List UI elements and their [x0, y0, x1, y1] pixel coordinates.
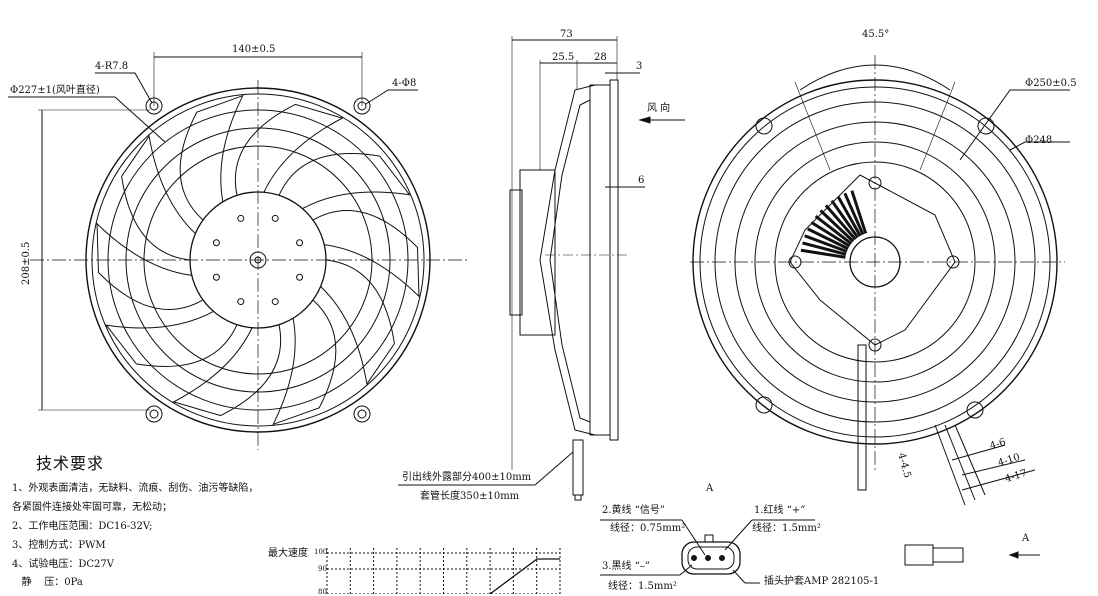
connector-housing: 插头护套AMP 282105-1: [764, 576, 880, 587]
dim-corner-radius: 4-R7.8: [95, 61, 129, 72]
heatsink-fin: [810, 221, 851, 248]
rear-view-fan: [690, 55, 1070, 506]
dim-angle: 45.5°: [862, 29, 890, 40]
heatsink-fin: [830, 199, 859, 239]
fan-blade: [96, 222, 204, 311]
dim-total-depth: 73: [560, 29, 573, 40]
tech-requirement-line: 静 压：0Pa: [12, 577, 83, 588]
wire2-name: 2.黄线 “信号”: [602, 505, 665, 516]
tech-requirements-title: 技术要求: [36, 454, 105, 473]
heatsink-fin: [836, 195, 862, 237]
wire3-gauge: 线径：1.5mm²: [608, 581, 677, 592]
wire1-name: 1.红线 “+”: [754, 505, 806, 516]
dim-hole: 4-Φ8: [392, 78, 417, 89]
fan-blade: [234, 103, 344, 196]
fan-blade: [121, 134, 196, 261]
heatsink-fin: [824, 204, 857, 241]
fan-blade: [272, 299, 337, 426]
tech-requirement-line: 各紧固件连接处牢固可靠，无松动；: [12, 502, 172, 513]
heatsink-fin: [800, 248, 846, 259]
wire1-gauge: 线径：1.5mm²: [752, 523, 821, 534]
dim-a: 25.5: [552, 52, 575, 63]
dim-b: 28: [594, 52, 607, 63]
heatsink-fin: [814, 215, 853, 245]
heatsink-fin: [802, 241, 847, 256]
heatsink-fin: [850, 190, 868, 234]
dim-height: 208±0.5: [21, 241, 32, 285]
fan-blade: [320, 259, 395, 386]
tech-requirement-line: 3、控制方式：PWM: [12, 540, 106, 551]
tech-requirement-line: 4、试验电压：DC27V: [12, 559, 114, 570]
hub-hole: [212, 239, 220, 247]
fan-blade: [172, 324, 282, 417]
dim-c: 3: [636, 61, 643, 72]
heatsink-fin: [819, 209, 855, 243]
chart-y-tick: 100: [314, 548, 328, 556]
dim-outer: Φ250±0.5: [1025, 78, 1077, 89]
fan-blade: [105, 310, 238, 367]
chart-y-tick: 90: [318, 565, 327, 573]
hub-hole: [296, 239, 304, 247]
sleeve-length: 套管长度350±10mm: [420, 491, 520, 502]
fan-blade: [278, 153, 411, 210]
lead-wire-exposed: 引出线外露部分400±10mm: [402, 472, 532, 483]
hub-hole: [296, 273, 304, 281]
heatsink-fin: [804, 234, 848, 253]
front-view-fan: [8, 52, 470, 450]
hub-hole: [212, 273, 220, 281]
chart-y-label: 最大速度: [268, 548, 308, 559]
connector-view-marker: A: [1022, 533, 1030, 544]
hub-hole: [271, 214, 279, 222]
speed-chart: [326, 548, 561, 594]
hub-hole: [237, 214, 245, 222]
chart-y-tick: 80: [318, 588, 327, 596]
fan-blade: [312, 209, 420, 298]
dim-blade-diameter: Φ227±1(风叶直径): [10, 85, 100, 96]
view-marker: A: [706, 483, 714, 494]
dim-bolt-spacing: 140±0.5: [232, 44, 276, 55]
tech-requirement-line: 2、工作电压范围：DC16-32V;: [12, 521, 153, 532]
fan-blade: [179, 94, 244, 221]
wire3-name: 3.黑线 “–”: [602, 561, 650, 572]
dim-d: 6: [638, 175, 645, 186]
connector-drawing: [600, 519, 1040, 584]
hub-hole: [271, 298, 279, 306]
airflow-label: 风 向: [647, 103, 671, 114]
side-view-fan: [398, 36, 685, 501]
dim-inner: Φ248: [1025, 135, 1053, 146]
wire2-gauge: 线径：0.75mm²: [610, 523, 686, 534]
heatsink-fin: [807, 227, 849, 251]
heatsink-fin: [843, 192, 865, 236]
tech-requirement-line: 1、外观表面清洁，无缺料、流痕、刮伤、油污等缺陷，: [12, 483, 259, 494]
hub-hole: [237, 298, 245, 306]
